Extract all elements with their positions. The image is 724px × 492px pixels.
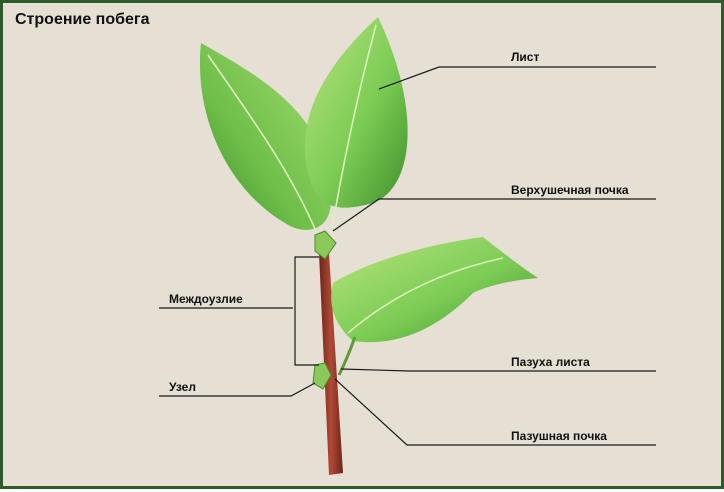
label-node: Узел xyxy=(169,380,196,394)
label-leaf-axil: Пазуха листа xyxy=(511,355,590,369)
label-internode: Междоузлие xyxy=(169,292,243,306)
callout-apical-bud xyxy=(333,199,656,231)
apical-bud-shape xyxy=(315,231,336,259)
shoot-illustration xyxy=(3,3,724,492)
callout-leaf xyxy=(379,67,656,89)
internode-bracket xyxy=(295,257,319,365)
label-axillary-bud: Пазушная почка xyxy=(511,429,607,443)
label-apical-bud: Верхушечная почка xyxy=(511,183,629,197)
label-leaf: Лист xyxy=(511,50,539,64)
lower-right-leaf xyxy=(331,237,538,375)
callout-leaf-axil xyxy=(341,369,656,371)
callout-axillary-bud xyxy=(335,379,656,445)
